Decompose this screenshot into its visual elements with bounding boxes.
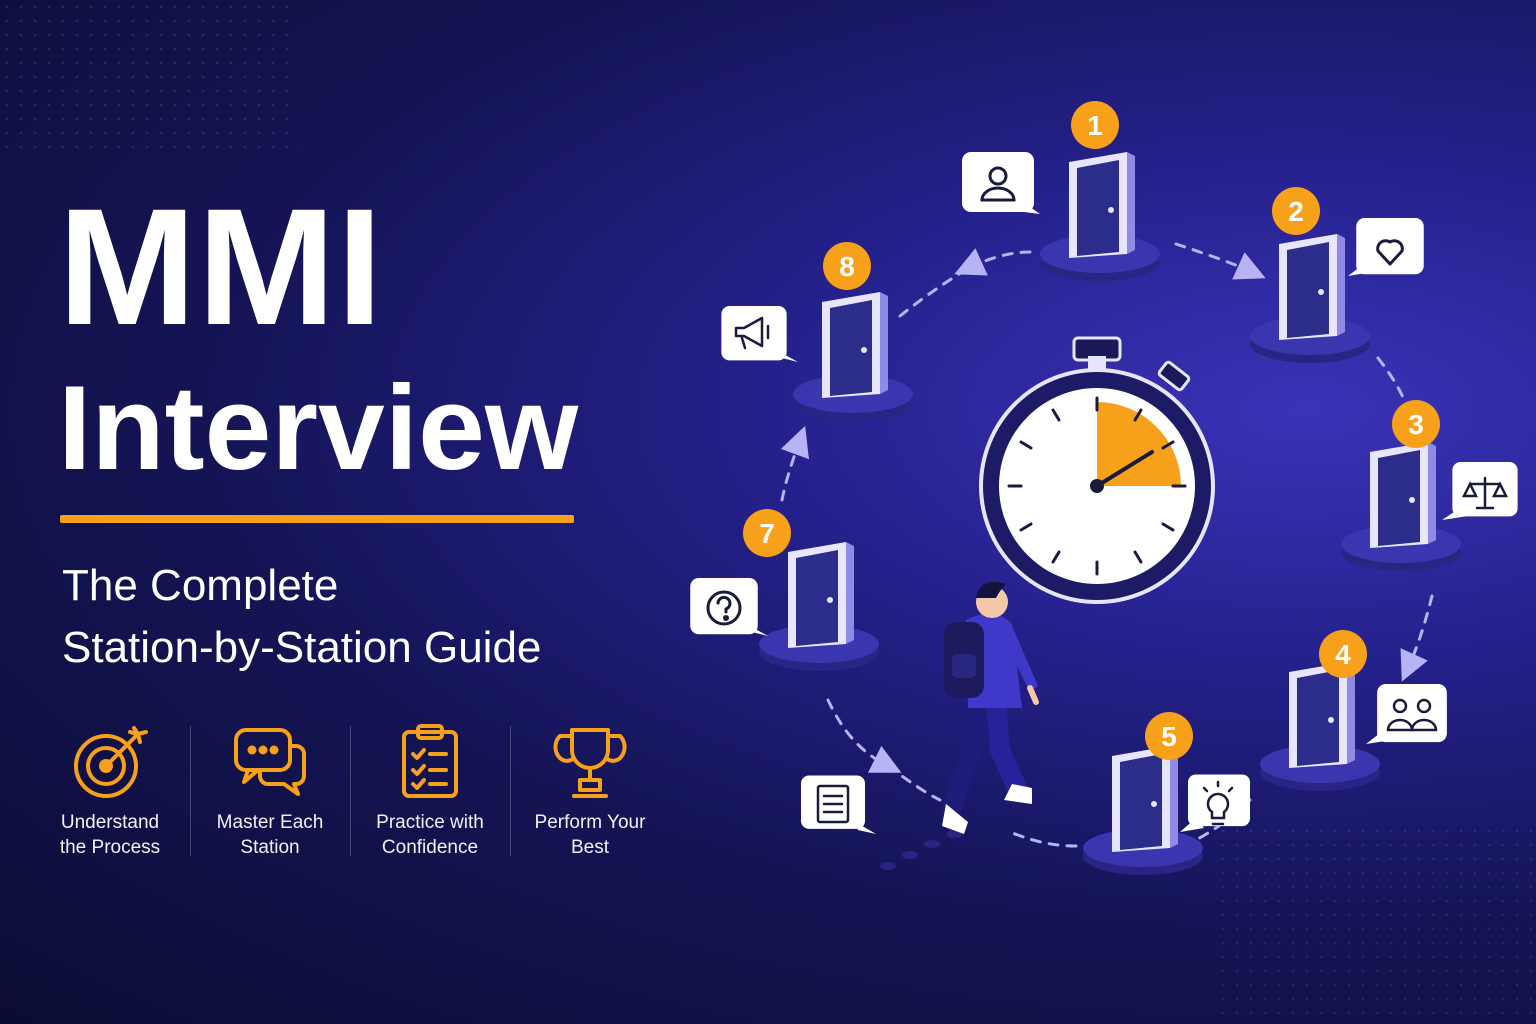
feature-label-line: Perform Your — [534, 812, 646, 833]
feature-perform: Perform Your Best — [510, 720, 670, 860]
feature-label: Perform Your Best — [535, 810, 646, 860]
feature-label-line: Station — [240, 837, 300, 858]
scales-icon — [1461, 476, 1509, 510]
title-underline — [60, 515, 574, 523]
feature-practice: Practice with Confidence — [350, 720, 510, 860]
title-interview: Interview — [58, 361, 579, 495]
feature-label: Understand the Process — [60, 810, 160, 860]
feature-understand: Understand the Process — [30, 720, 190, 860]
station-number: 8 — [839, 251, 855, 282]
station-number: 2 — [1288, 196, 1304, 227]
feature-label-line: Best — [570, 837, 610, 858]
feature-label: Master Each Station — [217, 810, 324, 860]
stopwatch-icon — [979, 336, 1215, 604]
footprints — [880, 830, 963, 870]
chat-bubbles-icon — [228, 720, 312, 804]
subtitle: The Complete Station-by-Station Guide — [62, 555, 541, 679]
feature-label-line: the Process — [59, 837, 161, 858]
feature-label: Practice with Confidence — [376, 810, 484, 860]
document-icon — [816, 784, 850, 824]
walking-student — [942, 581, 1039, 834]
station-number: 3 — [1408, 409, 1424, 440]
station-7: 7 — [690, 509, 879, 671]
subtitle-line: The Complete — [62, 561, 339, 610]
group-icon — [1386, 698, 1438, 732]
station-number: 4 — [1335, 639, 1351, 670]
checklist-clipboard-icon — [388, 720, 472, 804]
title-mmi: MMI — [58, 175, 384, 360]
station-number: 5 — [1161, 721, 1177, 752]
station-6 — [801, 775, 876, 834]
feature-master: Master Each Station — [190, 720, 350, 860]
feature-label-line: Master Each — [216, 812, 324, 833]
target-icon — [68, 720, 152, 804]
question-icon — [706, 590, 742, 626]
feature-label-line: Practice with — [376, 812, 484, 833]
trophy-icon — [548, 720, 632, 804]
dot-pattern — [0, 0, 300, 160]
subtitle-line: Station-by-Station Guide — [62, 623, 542, 672]
dot-pattern — [1216, 824, 1536, 1024]
feature-list: Understand the Process Master Each Stati… — [30, 720, 670, 860]
lightbulb-icon — [1202, 780, 1234, 826]
station-3: 3 — [1341, 400, 1518, 571]
station-8: 8 — [721, 242, 913, 421]
feature-label-line: Understand — [60, 812, 160, 833]
megaphone-icon — [734, 316, 770, 350]
station-number: 1 — [1087, 110, 1103, 141]
station-1: 1 — [962, 101, 1160, 281]
heart-icon — [1376, 239, 1404, 266]
station-4: 4 — [1260, 630, 1447, 791]
station-2: 2 — [1250, 187, 1424, 363]
station-number: 7 — [759, 518, 775, 549]
feature-label-line: Confidence — [381, 837, 479, 858]
user-icon — [980, 166, 1016, 202]
station-5: 5 — [1083, 712, 1250, 875]
